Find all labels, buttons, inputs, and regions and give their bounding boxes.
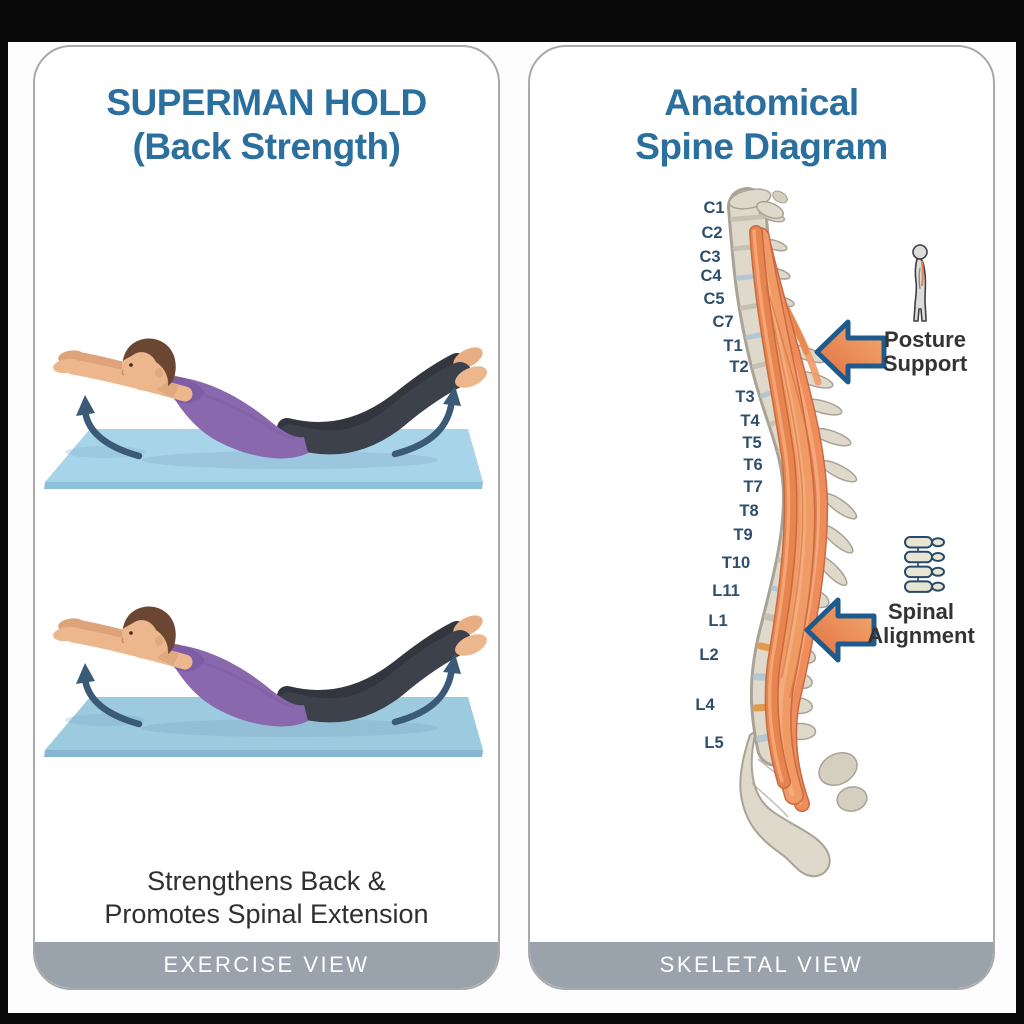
exercise-title: SUPERMAN HOLD (Back Strength) [35,81,498,169]
spine-label: C3 [699,248,720,266]
spine-label: L4 [695,696,715,714]
superman-hold-illustration-bottom [44,606,487,757]
spine-label: C7 [712,313,733,331]
posture-support-line1: Posture [884,327,966,352]
spinal-alignment-line1: Spinal [887,599,954,624]
spine-label: L2 [699,646,718,664]
exercise-caption-line1: Strengthens Back & [147,866,386,896]
exercise-mat-edge [44,482,483,489]
spine-label: T4 [740,412,760,430]
spine-label: L5 [704,734,723,752]
posture-support-line2: Support [882,351,968,376]
spine-level-labels: C1C2C3C4C5C7T1T2T3T4T5T6T7T8T9T10L11L1L2… [695,199,762,752]
exercise-view-footer: EXERCISE VIEW [35,942,498,988]
spine-label: L11 [712,582,740,600]
body-shadow [142,451,438,469]
spine-title: Anatomical Spine Diagram [530,81,993,169]
lift-motion-arrow-right-icon [391,654,461,726]
posture-support-label: Posture Support [856,327,993,376]
lift-motion-arrow-right-icon [391,386,461,458]
spine-label: T5 [742,434,761,452]
skeletal-view-footer-label: SKELETAL VIEW [659,952,864,977]
superman-hold-illustration-top [44,338,487,489]
exercise-caption: Strengthens Back & Promotes Spinal Exten… [35,865,498,931]
spine-label: T3 [735,388,754,406]
spinal-alignment-line2: Alignment [867,623,975,648]
spine-label: C5 [703,290,724,308]
erector-spinae-muscles [749,225,829,812]
spine-label: C1 [703,199,724,217]
standing-person-icon [912,244,928,322]
cervical-atlas [728,188,788,220]
spine-label: T8 [739,502,758,520]
exercise-view-footer-label: EXERCISE VIEW [163,952,370,977]
spine-label: T10 [722,554,750,572]
exercise-mat-edge [44,750,483,757]
person-figure [53,606,487,727]
spine-label: T2 [729,358,748,376]
spine-label: C2 [701,224,722,242]
spine-label: T1 [723,337,742,355]
spine-diagram: C1C2C3C4C5C7T1T2T3T4T5T6T7T8T9T10L11L1L2… [695,187,945,878]
vertebrae-stack-icon [904,536,945,593]
spine-title-line2: Spine Diagram [635,126,888,167]
exercise-caption-line2: Promotes Spinal Extension [104,899,429,929]
body-shadow [142,719,438,737]
spinal-alignment-arrow-icon [804,597,877,663]
sacrum-pelvis [739,728,868,878]
spine-label: C4 [700,267,722,285]
person-figure [53,338,487,459]
skeletal-view-footer: SKELETAL VIEW [530,942,993,988]
spine-label: T6 [743,456,762,474]
spine-label: L1 [708,612,727,630]
spine-title-line1: Anatomical [664,82,859,123]
exercise-title-line2: (Back Strength) [132,126,401,167]
lift-motion-arrow-left-icon [76,663,143,728]
posture-support-arrow-icon [814,319,887,385]
exercise-panel: SUPERMAN HOLD (Back Strength) [33,45,500,990]
lift-motion-arrow-left-icon [76,395,143,460]
exercise-title-line1: SUPERMAN HOLD [106,82,427,123]
spinal-alignment-label: Spinal Alignment [846,599,993,648]
spine-label: T9 [733,526,752,544]
spine-label: T7 [743,478,762,496]
